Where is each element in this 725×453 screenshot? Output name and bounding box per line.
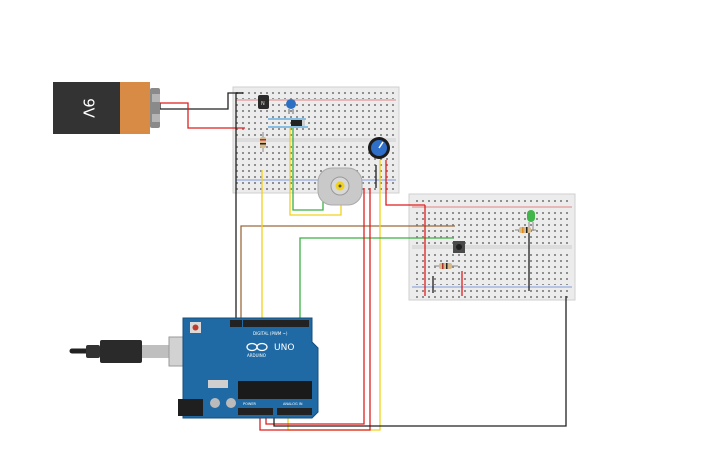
wire-green-2[interactable] (299, 237, 454, 320)
wire-brown[interactable] (240, 225, 455, 320)
arduino-logo-icon (246, 342, 268, 352)
push-button[interactable] (453, 241, 465, 253)
usb-cable[interactable] (69, 336, 202, 367)
potentiometer[interactable] (368, 137, 390, 159)
arduino-uno[interactable]: DIGITAL (PWM ~) ARDUINO UNO POWER ANALOG… (178, 317, 319, 419)
battery-label: 9V (80, 98, 98, 119)
svg-text:N: N (261, 101, 265, 107)
diode[interactable] (268, 118, 308, 128)
breadboard-right[interactable] (408, 193, 576, 301)
wire-black-right[interactable] (273, 296, 567, 427)
ceramic-capacitor[interactable] (286, 99, 296, 114)
transistor[interactable]: N (258, 95, 269, 109)
arduino-power-label: POWER (243, 402, 257, 406)
resistor-button[interactable] (434, 263, 458, 269)
wires (159, 92, 567, 431)
dc-motor[interactable] (317, 167, 363, 206)
wire-ground-left[interactable] (235, 92, 243, 320)
resistor-led[interactable] (515, 227, 536, 233)
arduino-digital-label: DIGITAL (PWM ~) (253, 331, 288, 336)
wire-red-4[interactable] (265, 188, 365, 425)
wire-battery-red[interactable] (160, 102, 245, 129)
wire-red-1[interactable] (385, 160, 425, 206)
arduino-analog-label: ANALOG IN (283, 402, 303, 406)
wire-red-3[interactable] (259, 188, 371, 431)
wire-green-1[interactable] (292, 128, 324, 211)
resistor-board1[interactable] (260, 132, 266, 152)
battery-9v[interactable]: 9V (53, 82, 160, 134)
wire-battery-black[interactable] (159, 92, 243, 110)
arduino-brand: ARDUINO (247, 353, 266, 358)
arduino-model: UNO (274, 343, 294, 353)
